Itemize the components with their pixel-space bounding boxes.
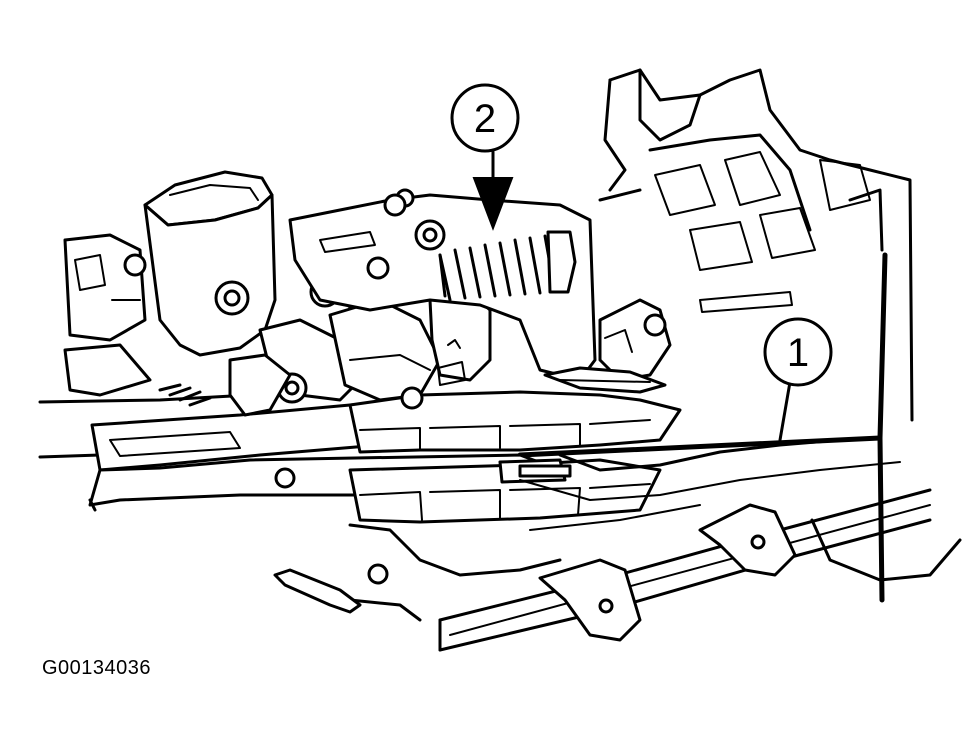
slide-assembly [38,390,682,622]
pivot-cluster [543,298,672,394]
callout-1: 1 [763,317,833,442]
housing-casting [598,68,962,582]
spring [438,230,577,302]
figure-id-label: G00134036 [42,657,152,679]
callout-1-label: 1 [787,331,809,375]
callout-2: 2 [450,83,520,231]
piston-cylinder [63,170,277,407]
rail-track [438,438,932,652]
callout-2-circle [450,83,520,153]
linkage [228,276,492,417]
pointer-rod [517,252,888,603]
callout-1-circle [763,317,833,387]
callout-2-label: 2 [474,97,496,141]
callout-2-arrow [472,177,514,231]
